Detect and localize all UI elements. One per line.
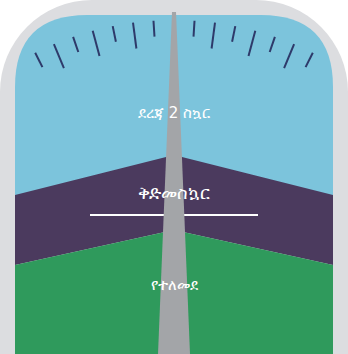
band-label: ደረጃ 2 ስኳር bbox=[15, 104, 333, 122]
band-label: የተለመደ bbox=[15, 276, 333, 294]
band-label: ቅድመስኳር bbox=[15, 182, 333, 204]
